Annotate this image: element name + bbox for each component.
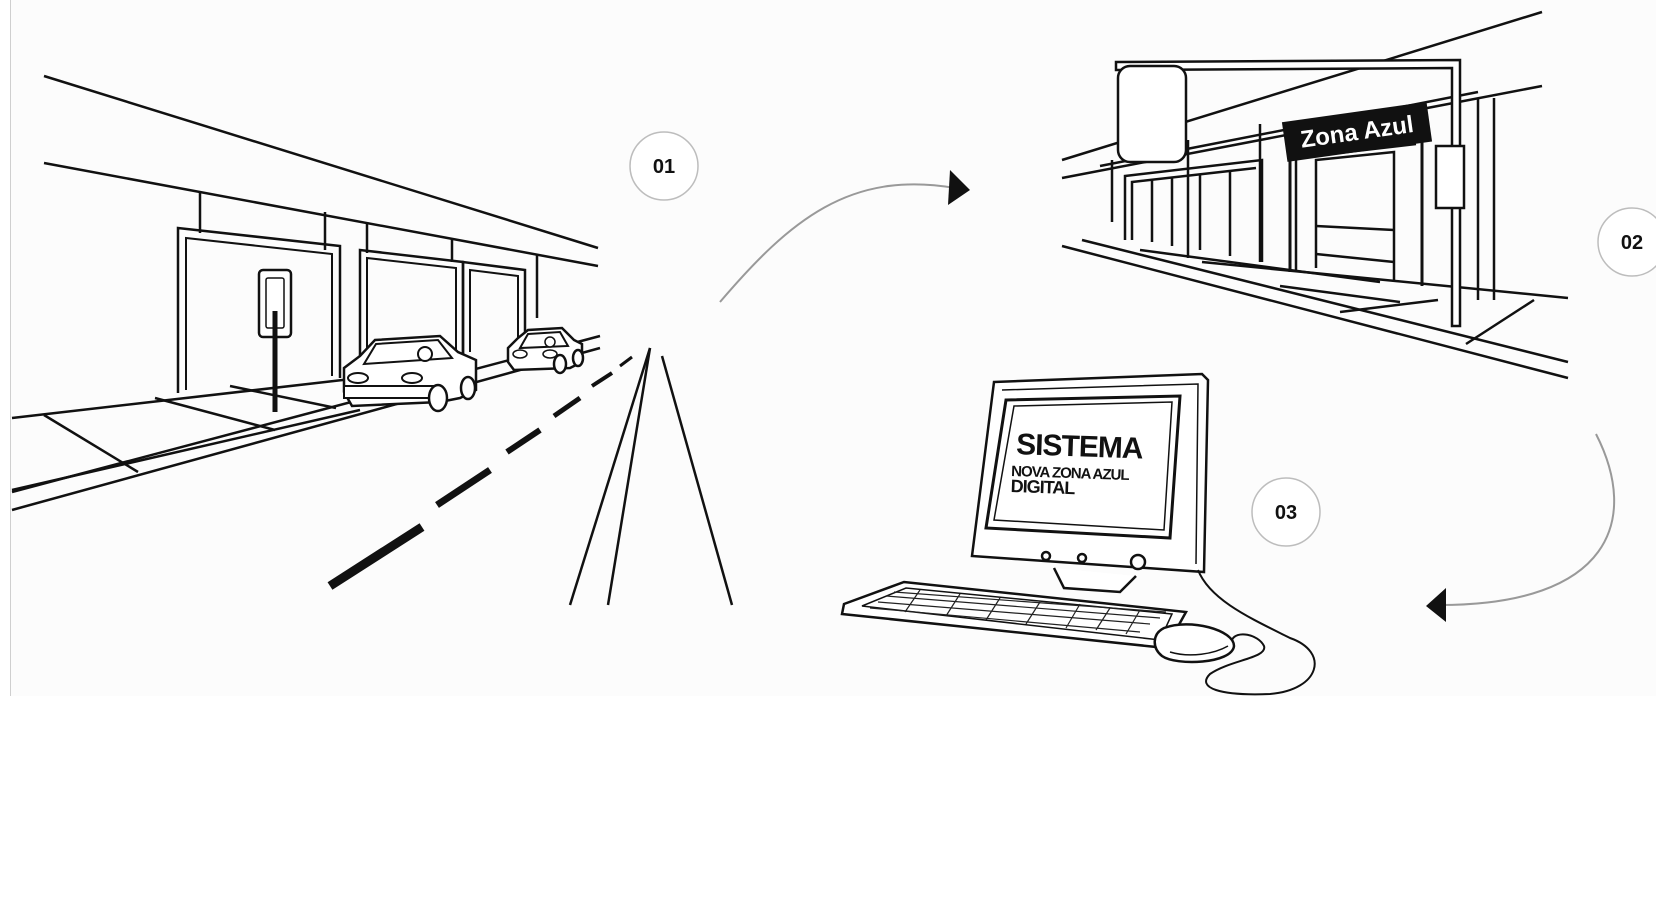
mouse-icon bbox=[1155, 624, 1234, 662]
screen-subtitle-2: DIGITAL bbox=[1010, 476, 1075, 498]
arrow-icon bbox=[1440, 434, 1614, 605]
step-number: 02 bbox=[1621, 232, 1643, 254]
step-number: 03 bbox=[1275, 502, 1297, 524]
step-badge-01: 01 bbox=[630, 132, 698, 200]
step-badge-02: 02 bbox=[1598, 208, 1656, 276]
shop-sign: Zona Azul bbox=[1282, 102, 1432, 162]
step-badge-03: 03 bbox=[1252, 478, 1320, 546]
computer-scene bbox=[842, 374, 1315, 694]
screen-title: SISTEMA bbox=[1016, 428, 1144, 465]
car-icon bbox=[508, 328, 583, 373]
storefront-scene bbox=[1062, 12, 1568, 378]
arrow-icon bbox=[720, 184, 955, 302]
step-number: 01 bbox=[653, 156, 675, 178]
arrowhead-icon bbox=[948, 170, 970, 205]
street-scene bbox=[12, 76, 732, 605]
arrowhead-icon bbox=[1426, 588, 1446, 622]
